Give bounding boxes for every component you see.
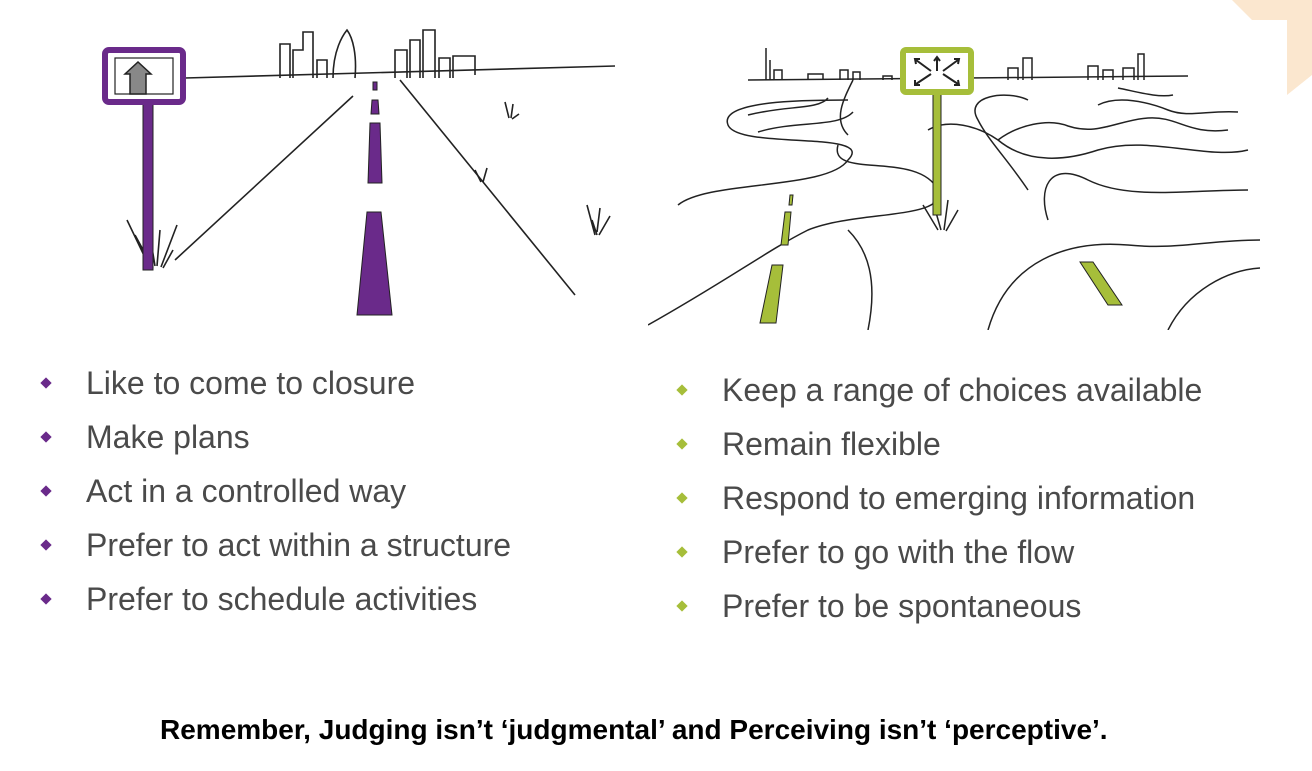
diamond-bullet-icon (676, 600, 688, 612)
perceiving-roads-illustration (648, 47, 1261, 330)
list-item: Prefer to act within a structure (40, 526, 511, 580)
road-left-edge (174, 95, 354, 261)
diamond-bullet-icon (676, 546, 688, 558)
city-skyline (765, 48, 1145, 80)
grass-tuft-icon (922, 199, 959, 232)
diamond-bullet-icon (676, 492, 688, 504)
list-item: Make plans (40, 418, 511, 472)
footer-note: Remember, Judging isn’t ‘judgmental’ and… (160, 714, 1108, 745)
judging-traits-list: Like to come to closure Make plans Act i… (40, 364, 511, 634)
diamond-bullet-icon (40, 539, 52, 551)
list-item: Like to come to closure (40, 364, 511, 418)
perceiving-traits-list: Keep a range of choices available Remain… (676, 371, 1202, 641)
road-right-edge (399, 79, 576, 296)
list-item: Remain flexible (676, 425, 1202, 479)
list-item: Prefer to be spontaneous (676, 587, 1202, 641)
list-item: Prefer to go with the flow (676, 533, 1202, 587)
list-item: Prefer to schedule activities (40, 580, 511, 634)
list-item: Act in a controlled way (40, 472, 511, 526)
list-item: Keep a range of choices available (676, 371, 1202, 425)
diamond-bullet-icon (676, 438, 688, 450)
diamond-bullet-icon (40, 485, 52, 497)
diamond-bullet-icon (40, 593, 52, 605)
corner-decoration (1232, 0, 1312, 95)
diamond-bullet-icon (40, 377, 52, 389)
judging-road-illustration (102, 28, 616, 316)
city-skyline (279, 28, 476, 79)
diamond-bullet-icon (676, 384, 688, 396)
diamond-bullet-icon (40, 431, 52, 443)
list-item: Respond to emerging information (676, 479, 1202, 533)
